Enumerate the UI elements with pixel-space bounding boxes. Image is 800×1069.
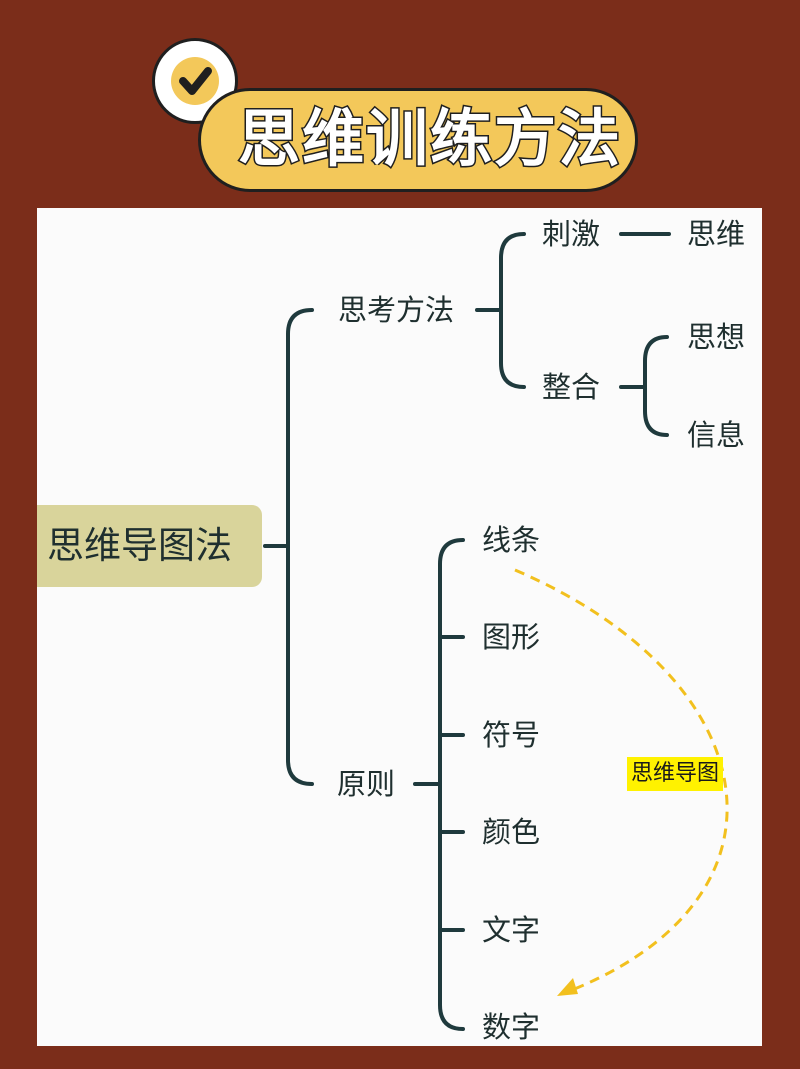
branch-lines — [263, 232, 729, 1031]
root-node-box — [37, 505, 262, 587]
root-bracket — [286, 308, 314, 786]
arrow-head-icon — [557, 978, 578, 996]
node-stimulus: 刺激 — [542, 217, 601, 251]
node-colors: 颜色 — [482, 815, 541, 849]
annotation-label: 思维导图 — [627, 757, 724, 791]
node-integration: 整合 — [542, 370, 601, 404]
node-lines: 线条 — [482, 523, 541, 557]
node-thinking: 思维 — [687, 217, 746, 251]
node-principles: 原则 — [337, 767, 396, 801]
principles-bracket — [438, 538, 465, 1031]
node-ideas: 思想 — [687, 320, 746, 354]
title-pill — [198, 88, 638, 192]
check-icon — [171, 57, 219, 105]
page-title: 思维训练方法 — [237, 102, 623, 175]
node-thinking-methods: 思考方法 — [338, 293, 455, 327]
root-node: 思维导图法 — [47, 524, 232, 567]
node-numbers: 数字 — [482, 1010, 541, 1044]
node-symbols: 符号 — [482, 718, 541, 752]
node-information: 信息 — [687, 418, 746, 452]
integration-bracket — [643, 335, 669, 437]
thinking-bracket — [499, 232, 526, 389]
dashed-arrow-path — [514, 568, 729, 994]
node-text: 文字 — [482, 913, 541, 947]
mindmap-board: 思维导图法 思考方法 刺激 思维 整合 思想 信息 原则 线条 图形 符号 颜色… — [37, 208, 762, 1046]
check-badge — [152, 38, 238, 124]
node-shapes: 图形 — [482, 620, 541, 654]
